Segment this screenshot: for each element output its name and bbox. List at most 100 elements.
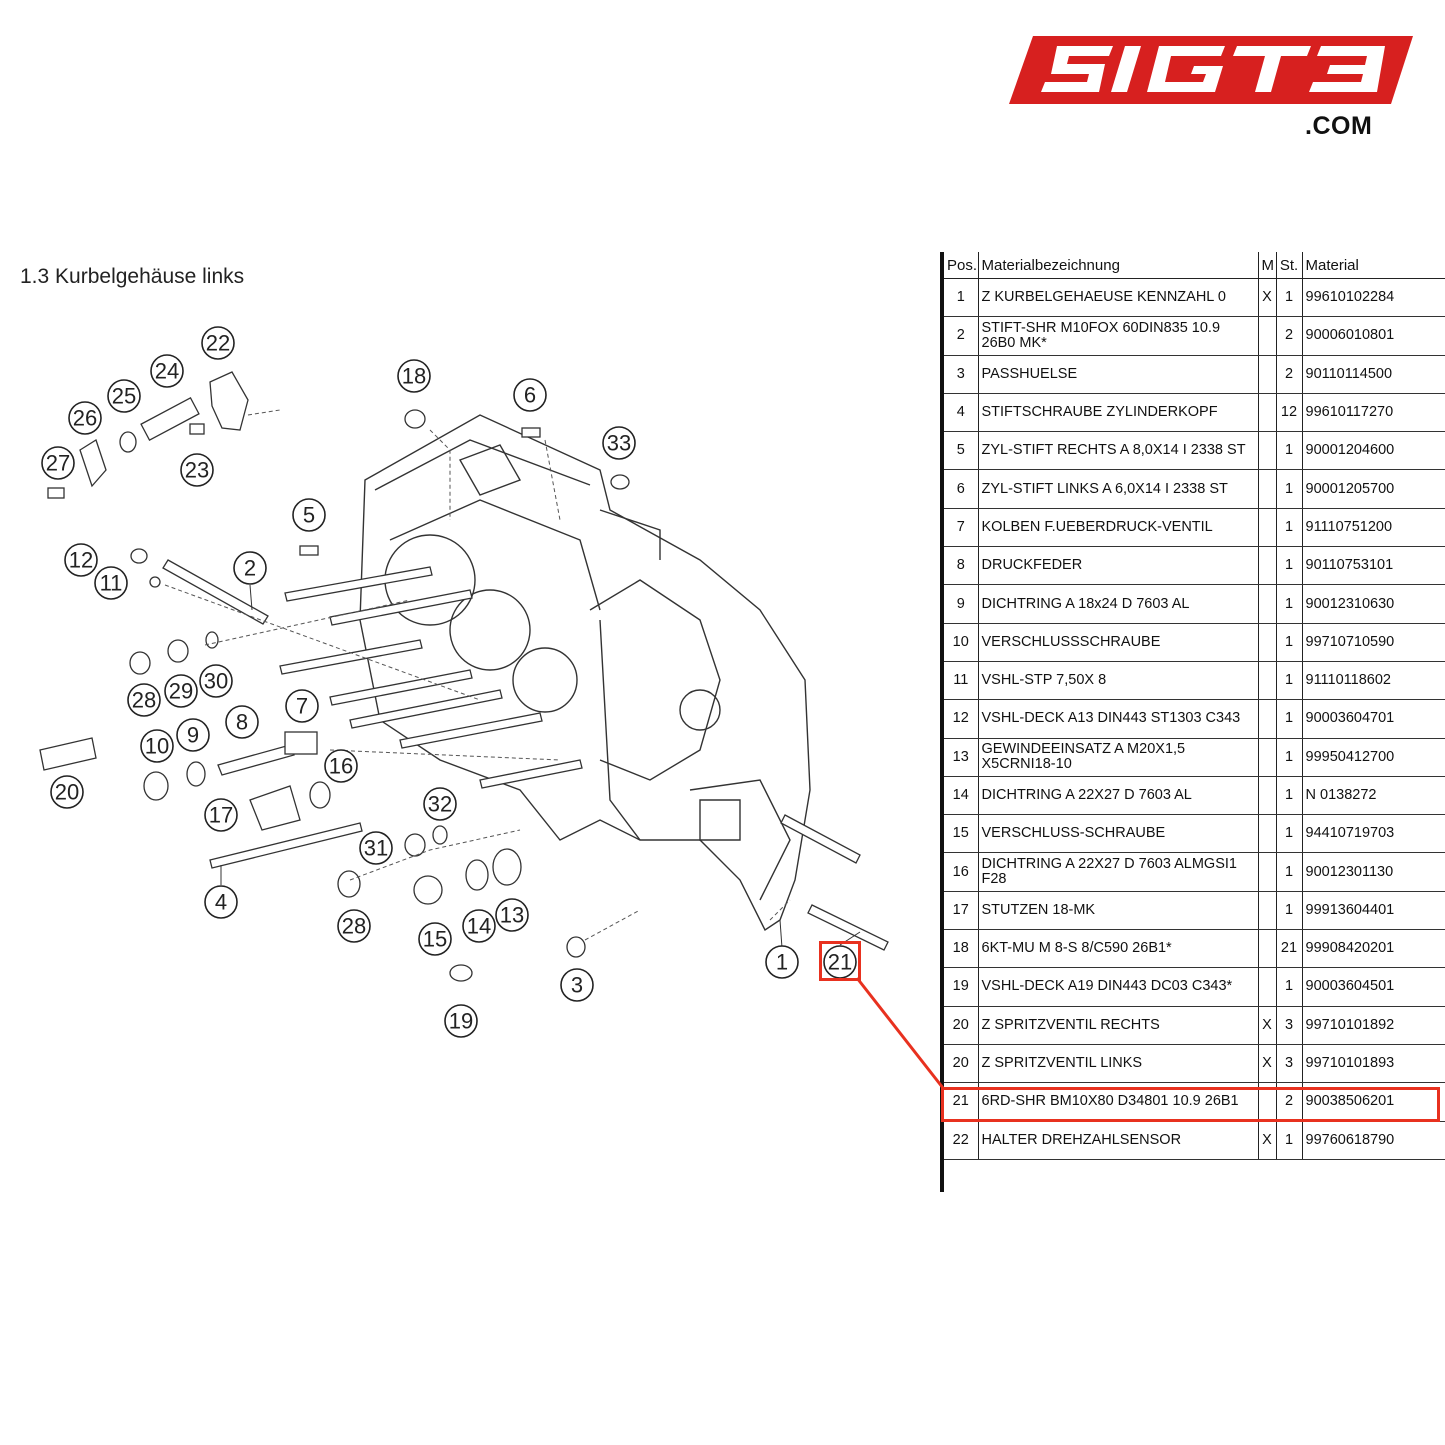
cell-name: ZYL-STIFT LINKS A 6,0X14 I 2338 ST: [978, 469, 1259, 509]
svg-text:7: 7: [296, 694, 308, 719]
callout-27[interactable]: 27: [41, 446, 75, 480]
callout-6[interactable]: 6: [513, 378, 547, 412]
callout-8[interactable]: 8: [225, 705, 259, 739]
cell-st: 3: [1276, 1044, 1303, 1084]
svg-text:33: 33: [607, 431, 631, 456]
callout-30[interactable]: 30: [199, 664, 233, 698]
callout-17[interactable]: 17: [204, 798, 238, 832]
svg-text:9: 9: [187, 723, 199, 748]
cell-pos: 12: [940, 699, 979, 739]
cell-m: [1258, 891, 1277, 931]
svg-text:18: 18: [402, 364, 426, 389]
cell-name: STIFTSCHRAUBE ZYLINDERKOPF: [978, 393, 1259, 433]
callout-9[interactable]: 9: [176, 718, 210, 752]
callout-26[interactable]: 26: [68, 401, 102, 435]
callout-3[interactable]: 3: [560, 968, 594, 1002]
callout-1[interactable]: 1: [765, 945, 799, 979]
cell-name: VSHL-STP 7,50X 8: [978, 661, 1259, 701]
cell-m: X: [1258, 1044, 1277, 1084]
callout-18[interactable]: 18: [397, 359, 431, 393]
cell-st: 1: [1276, 776, 1303, 816]
callout-28b[interactable]: 28: [337, 909, 371, 943]
cell-m: [1258, 546, 1277, 586]
cell-name: Z SPRITZVENTIL RECHTS: [978, 1006, 1259, 1045]
svg-text:5: 5: [303, 503, 315, 528]
site-logo[interactable]: [1005, 32, 1415, 142]
svg-text:12: 12: [69, 548, 93, 573]
callout-7[interactable]: 7: [285, 689, 319, 723]
callout-15[interactable]: 15: [418, 922, 452, 956]
callout-33[interactable]: 33: [602, 426, 636, 460]
callout-29[interactable]: 29: [164, 674, 198, 708]
header-name: Materialbezeichnung: [978, 252, 1259, 279]
callout-31[interactable]: 31: [359, 831, 393, 865]
callout-12[interactable]: 12: [64, 543, 98, 577]
callout-13[interactable]: 13: [495, 898, 529, 932]
svg-text:25: 25: [112, 384, 136, 409]
cell-m: [1258, 316, 1277, 356]
table-header-row: Pos. Materialbezeichnung M St. Material: [940, 252, 1445, 279]
cell-pos: 18: [940, 929, 979, 969]
cell-m: [1258, 623, 1277, 662]
callout-22[interactable]: 22: [201, 326, 235, 360]
cell-m: [1258, 814, 1277, 854]
callout-23[interactable]: 23: [180, 453, 214, 487]
svg-text:11: 11: [100, 571, 123, 596]
cell-name: PASSHUELSE: [978, 355, 1259, 394]
callout-14[interactable]: 14: [462, 909, 496, 943]
callout-2[interactable]: 2: [233, 551, 267, 585]
cell-name: DICHTRING A 18x24 D 7603 AL: [978, 584, 1259, 624]
header-m: M: [1258, 252, 1277, 279]
header-st: St.: [1276, 252, 1303, 279]
svg-text:24: 24: [155, 359, 179, 384]
callout-4[interactable]: 4: [204, 885, 238, 919]
cell-name: DICHTRING A 22X27 D 7603 ALMGSI1 F28: [978, 852, 1259, 892]
callout-25[interactable]: 25: [107, 379, 141, 413]
cell-st: 1: [1276, 1121, 1303, 1160]
cell-st: 1: [1276, 546, 1303, 586]
cell-name: ZYL-STIFT RECHTS A 8,0X14 I 2338 ST: [978, 431, 1259, 471]
cell-pos: 9: [940, 584, 979, 624]
cell-pos: 13: [940, 738, 979, 777]
svg-text:20: 20: [55, 780, 79, 805]
cell-material: 90012310630: [1302, 584, 1445, 624]
callout-19[interactable]: 19: [444, 1004, 478, 1038]
callout-5[interactable]: 5: [292, 498, 326, 532]
callout-21[interactable]: 21: [823, 945, 857, 979]
cell-st: 1: [1276, 852, 1303, 892]
callout-11[interactable]: 11: [94, 566, 128, 600]
callout-24[interactable]: 24: [150, 354, 184, 388]
callout-16[interactable]: 16: [324, 749, 358, 783]
callout-32[interactable]: 32: [423, 787, 457, 821]
cell-st: 1: [1276, 584, 1303, 624]
cell-name: KOLBEN F.UEBERDRUCK-VENTIL: [978, 508, 1259, 548]
callout-20[interactable]: 20: [50, 775, 84, 809]
callout-28[interactable]: 28: [127, 683, 161, 717]
cell-material: 99710101893: [1302, 1044, 1445, 1084]
cell-name: VSHL-DECK A19 DIN443 DC03 C343*: [978, 967, 1259, 1007]
callout-10[interactable]: 10: [140, 729, 174, 763]
